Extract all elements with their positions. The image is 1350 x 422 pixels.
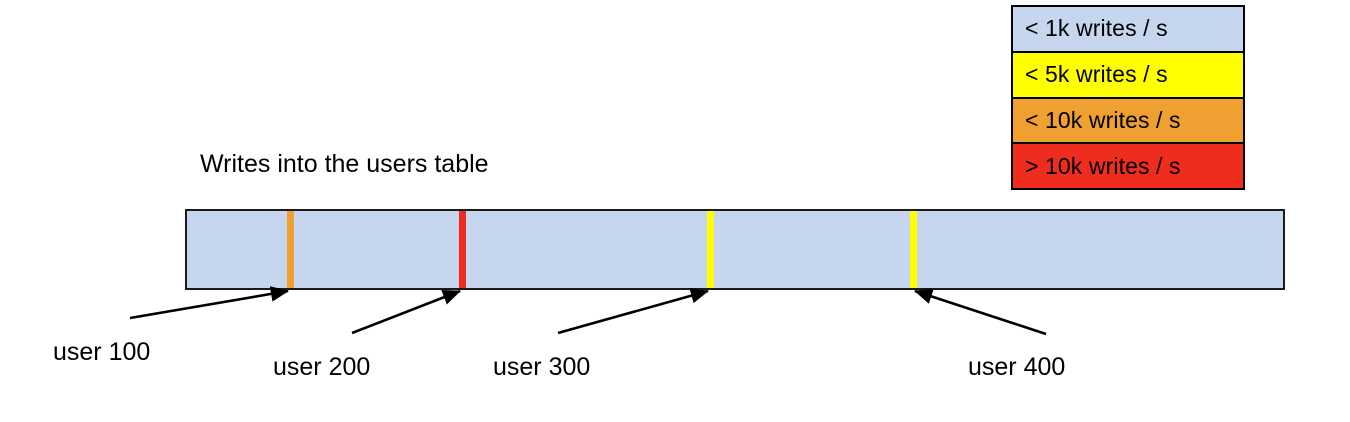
legend-row-1: < 5k writes / s: [1013, 52, 1243, 99]
users-table-range-bar: [185, 209, 1285, 290]
arrow-user-200: [351, 289, 461, 335]
legend-label-1: < 5k writes / s: [1025, 61, 1168, 88]
annotation-label-user-100: user 100: [53, 338, 151, 366]
annotation-label-user-200: user 200: [273, 353, 371, 381]
legend-row-0: < 1k writes / s: [1013, 7, 1243, 53]
arrow-user-300: [557, 288, 710, 335]
arrow-user-400: [914, 288, 1047, 336]
hotspot-marker-user-400: [910, 211, 917, 288]
legend-label-0: < 1k writes / s: [1025, 15, 1168, 42]
legend-label-3: > 10k writes / s: [1025, 152, 1181, 179]
hotspot-marker-user-100: [287, 211, 294, 288]
hotspot-marker-user-200: [459, 211, 466, 288]
legend: < 1k writes / s < 5k writes / s < 10k wr…: [1011, 5, 1245, 190]
legend-label-2: < 10k writes / s: [1025, 106, 1181, 133]
hotspot-marker-user-300: [707, 211, 714, 288]
annotation-label-user-400: user 400: [968, 353, 1066, 381]
annotation-label-user-300: user 300: [493, 353, 591, 381]
legend-row-2: < 10k writes / s: [1013, 98, 1243, 145]
arrow-user-100: [129, 286, 290, 320]
bar-title: Writes into the users table: [200, 150, 489, 178]
legend-row-3: > 10k writes / s: [1013, 144, 1243, 188]
